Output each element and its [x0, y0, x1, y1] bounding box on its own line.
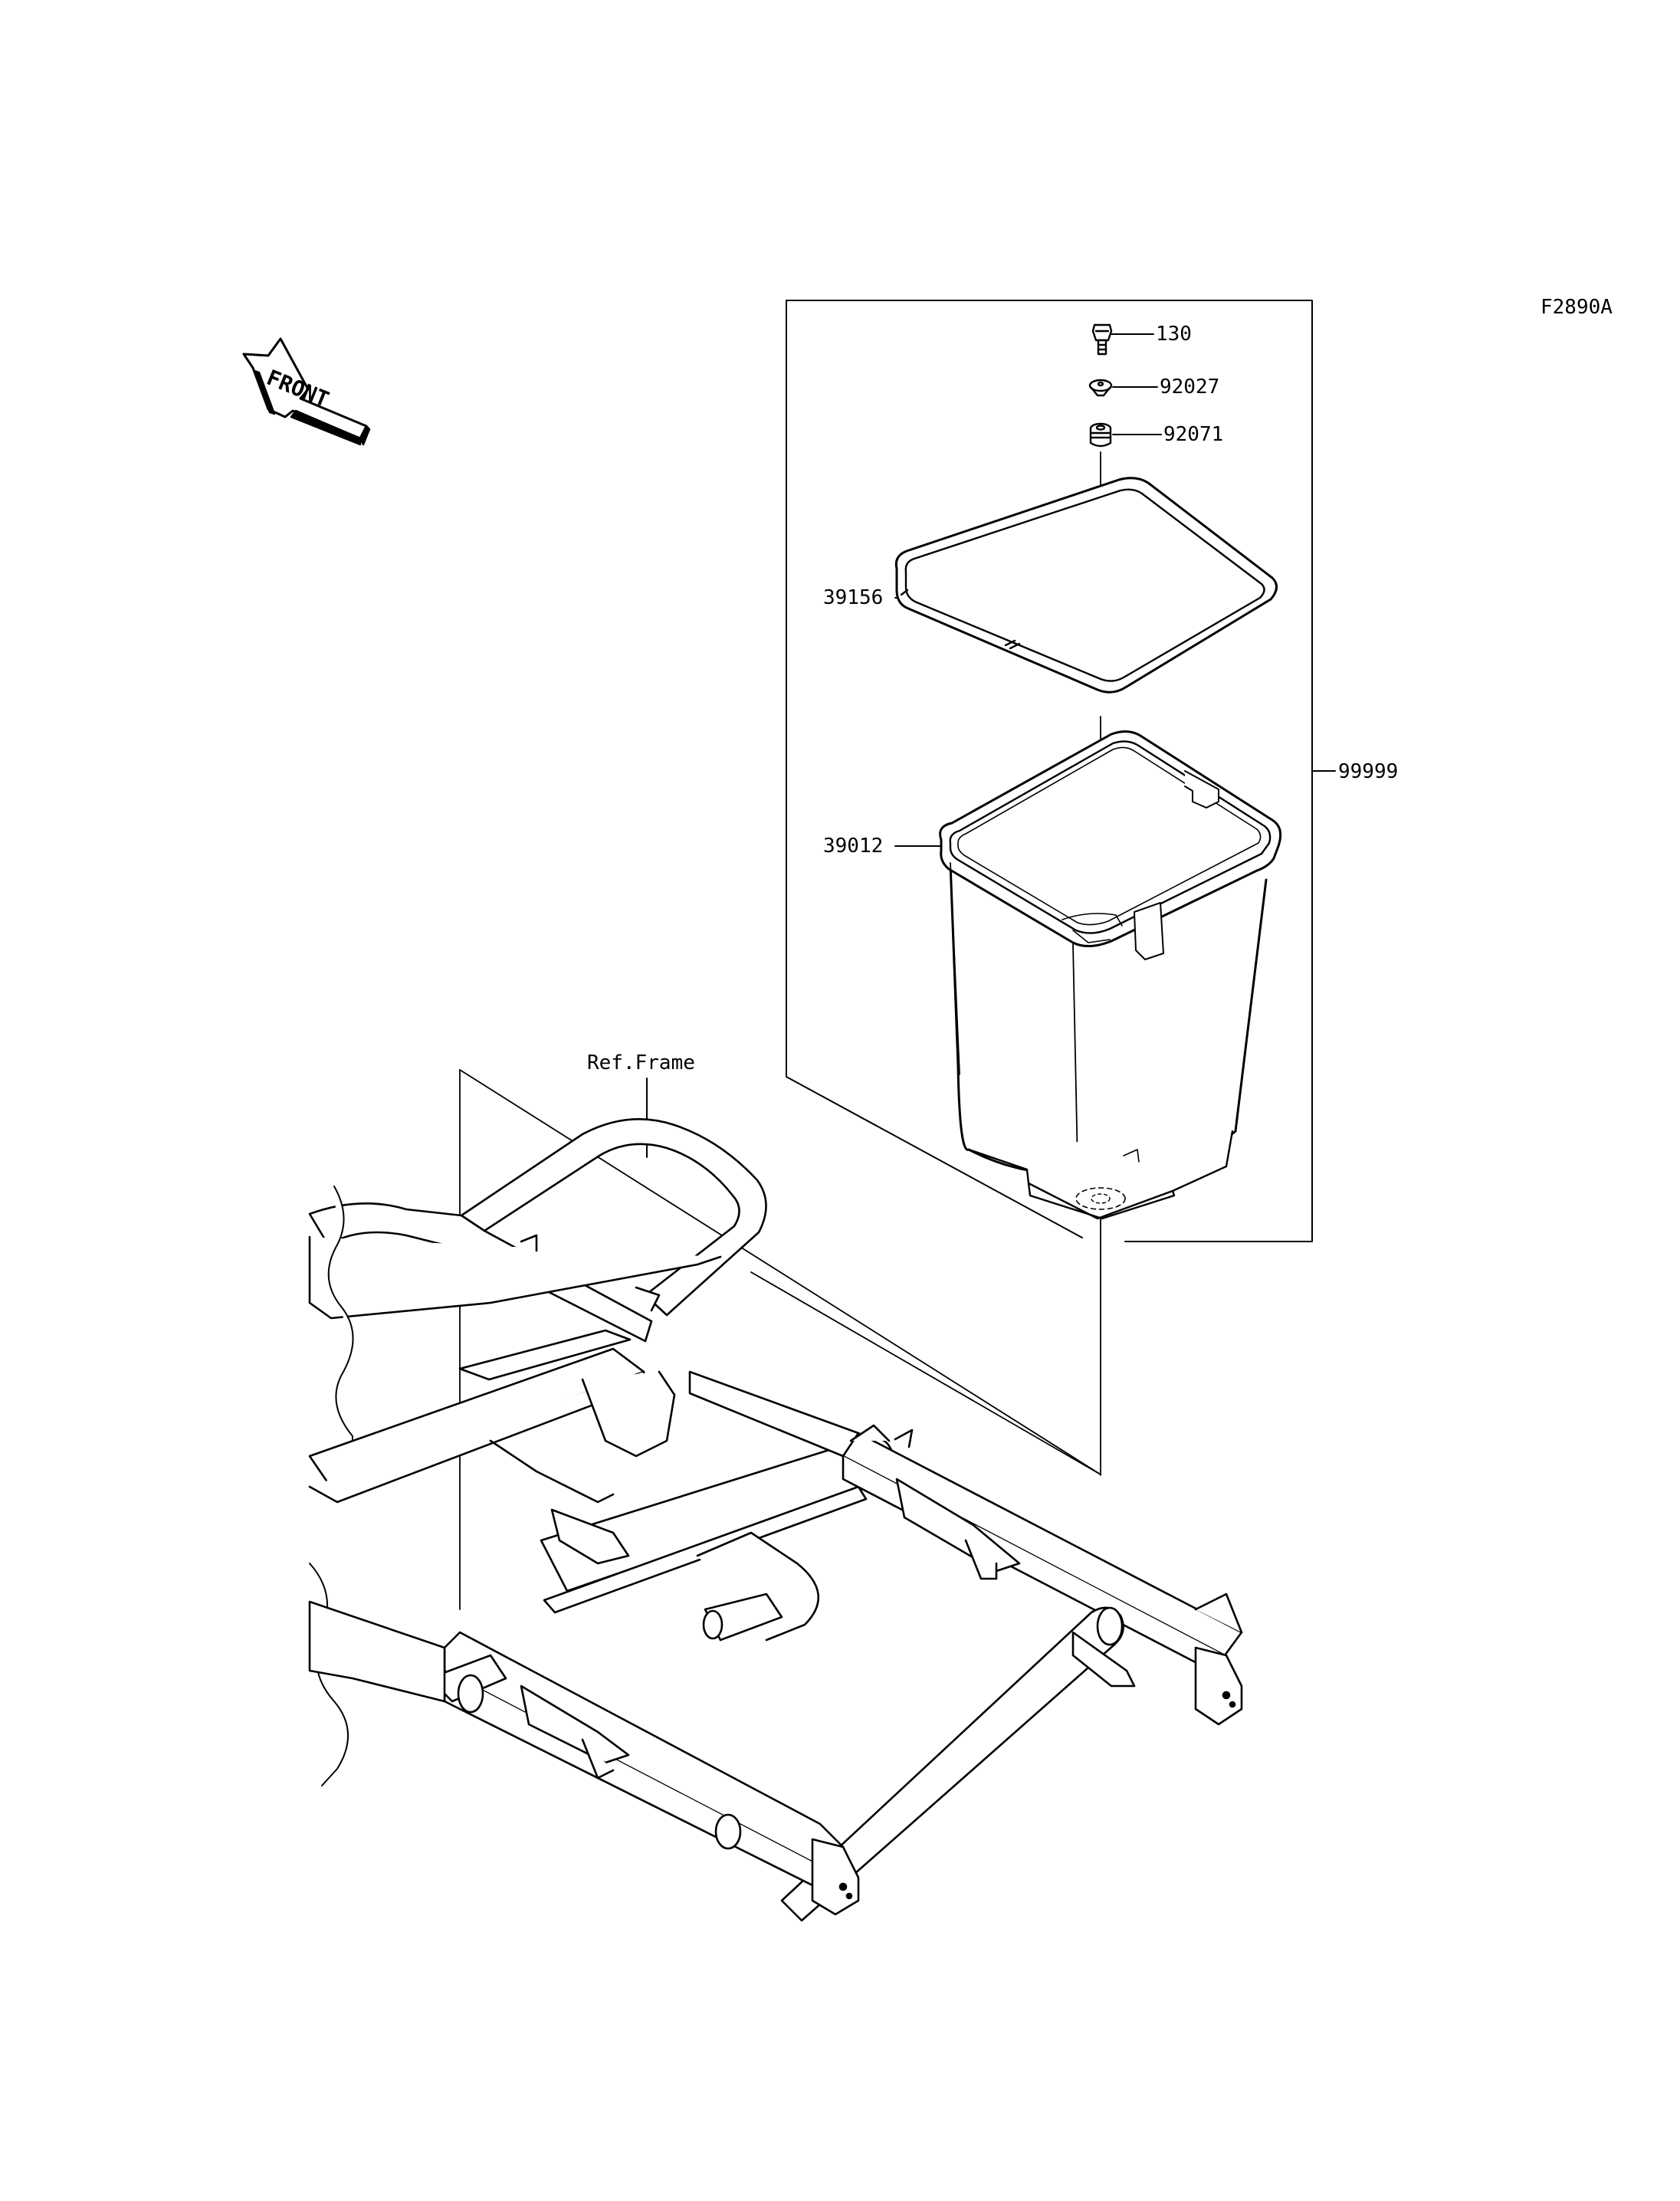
- grommet-92071-icon: [1089, 422, 1112, 448]
- callout-39156: 39156: [823, 586, 884, 609]
- front-direction-arrow-icon: FRONT: [242, 337, 371, 446]
- bolt-130-icon: [1091, 323, 1113, 356]
- gasket-39156: [894, 477, 1278, 694]
- frame-mount-plane: [459, 1069, 1101, 1610]
- storage-bin-39012: [939, 730, 1282, 1220]
- kit-bracket: [786, 300, 1336, 1242]
- ref-frame-label: Ref.Frame: [587, 1051, 695, 1074]
- diagram-id: F2890A: [1541, 296, 1613, 319]
- callout-39012: 39012: [823, 835, 884, 858]
- washer-92027-icon: [1088, 379, 1113, 397]
- callout-92027: 92027: [1160, 376, 1220, 399]
- callout-99999: 99999: [1338, 760, 1399, 783]
- vehicle-frame: [308, 1118, 1243, 1922]
- callout-130: 130: [1156, 323, 1192, 346]
- callout-92071: 92071: [1163, 423, 1224, 446]
